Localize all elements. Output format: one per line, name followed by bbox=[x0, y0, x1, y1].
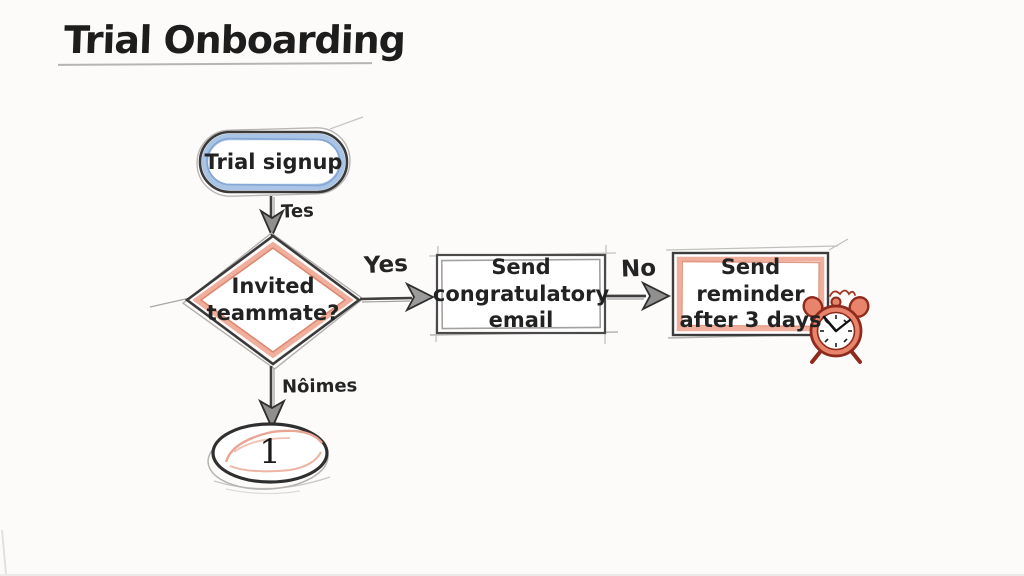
end-node-label: 1 bbox=[259, 432, 281, 473]
reminder-node-shape bbox=[665, 245, 841, 339]
decision-to-email-arrow bbox=[359, 281, 436, 313]
decision-to-end-arrow bbox=[258, 366, 286, 431]
edge-label-yes: Yes bbox=[363, 250, 409, 280]
edge-label-decision-to-end: Nôimes bbox=[281, 375, 358, 398]
decision-node-label: Invited teammate? bbox=[206, 274, 340, 325]
sketch-artifacts bbox=[1, 116, 849, 574]
edge-label-start-to-decision: Tes bbox=[280, 200, 315, 223]
decision-node-shape bbox=[181, 232, 365, 370]
page-title: Trial Onboarding bbox=[63, 18, 406, 62]
start-node-label: Trial signup bbox=[204, 149, 343, 174]
edge-label-no: No bbox=[620, 255, 657, 283]
reminder-node-label: Send reminder after 3 days bbox=[679, 254, 822, 333]
email-to-reminder-arrow bbox=[605, 280, 672, 312]
end-node-shape bbox=[207, 422, 329, 490]
email-node-label: Send congratulatory email bbox=[432, 254, 610, 333]
start-to-decision-arrow bbox=[258, 196, 286, 239]
email-node-shape bbox=[428, 244, 619, 345]
start-node-shape bbox=[196, 127, 351, 197]
alarm-clock-icon bbox=[802, 289, 870, 364]
